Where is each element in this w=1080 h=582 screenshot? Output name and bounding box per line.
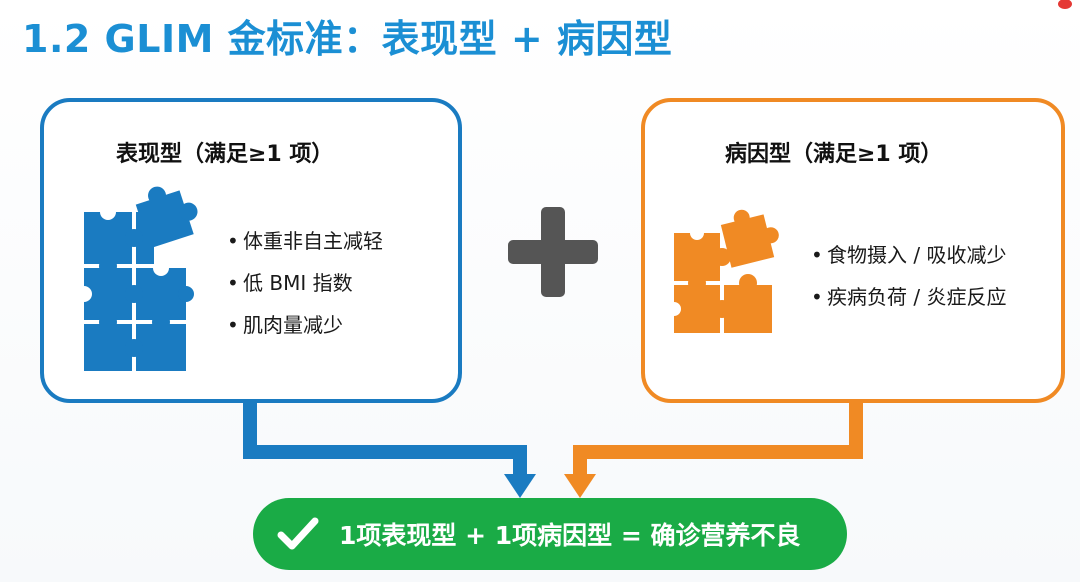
corner-indicator (1058, 0, 1072, 9)
phenotype-panel: 表现型（满足≥1 项） (40, 98, 462, 403)
page-title: 1.2 GLIM 金标准：表现型 + 病因型 (22, 17, 673, 61)
phenotype-arrowhead (504, 474, 536, 498)
list-item: •体重非自主减轻 (227, 229, 383, 253)
list-item: •疾病负荷 / 炎症反应 (811, 285, 1007, 309)
puzzle-icon (670, 209, 779, 333)
diagnosis-result-banner: 1项表现型 + 1项病因型 = 确诊营养不良 (253, 498, 847, 570)
diagnosis-formula: 1项表现型 + 1项病因型 = 确诊营养不良 (339, 521, 801, 550)
etiology-panel: 病因型（满足≥1 项） •食物摄入 / 吸收减少 •疾病负荷 / 炎症反应 (641, 98, 1065, 403)
phenotype-list: •体重非自主减轻 •低 BMI 指数 •肌肉量减少 (227, 220, 383, 346)
etiology-heading: 病因型（满足≥1 项） (725, 142, 943, 167)
etiology-arrow (573, 403, 863, 476)
phenotype-heading: 表现型（满足≥1 项） (116, 142, 334, 167)
plus-icon (508, 207, 598, 297)
list-item: •食物摄入 / 吸收减少 (811, 243, 1007, 267)
list-item: •肌肉量减少 (227, 313, 343, 337)
checkmark-icon (277, 517, 319, 550)
etiology-list: •食物摄入 / 吸收减少 •疾病负荷 / 炎症反应 (811, 234, 1006, 318)
puzzle-icon (78, 186, 198, 371)
list-item: •低 BMI 指数 (227, 271, 353, 295)
phenotype-arrow (243, 403, 527, 476)
etiology-arrowhead (564, 474, 596, 498)
